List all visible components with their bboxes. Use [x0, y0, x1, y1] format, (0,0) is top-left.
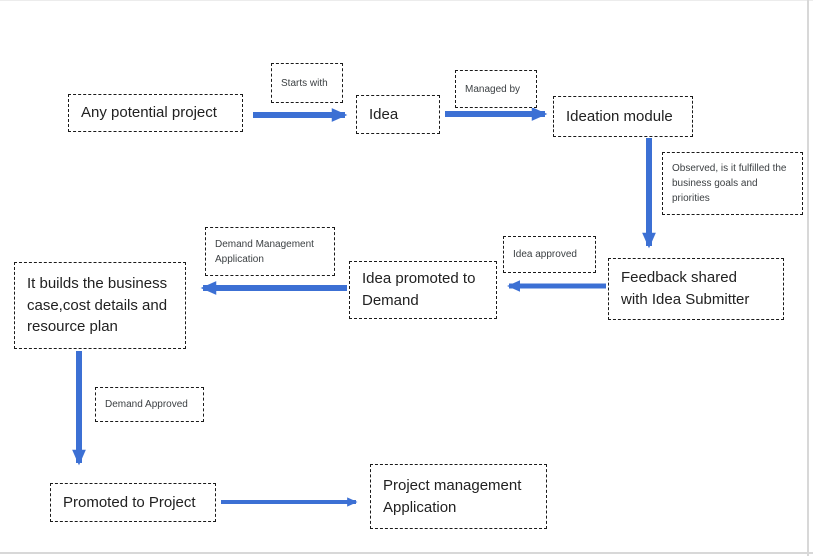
label-text: Managed by [465, 83, 521, 95]
canvas-top-edge [0, 0, 813, 1]
node-project-management[interactable]: Project management Application [370, 464, 547, 529]
label-text: Starts with [281, 77, 328, 89]
node-label: Promoted to Project [63, 493, 196, 511]
label-starts-with[interactable]: Starts with [271, 63, 343, 103]
canvas-bottom-edge [0, 552, 813, 554]
label-observed[interactable]: Observed, is it fulfilled the business g… [662, 152, 803, 215]
node-label: Ideation module [566, 107, 673, 125]
label-demand-approved[interactable]: Demand Approved [95, 387, 204, 422]
node-promoted-to-project[interactable]: Promoted to Project [50, 483, 216, 522]
node-label: Idea promoted to Demand [362, 270, 476, 309]
node-any-potential-project[interactable]: Any potential project [68, 94, 243, 132]
node-label: Any potential project [81, 104, 217, 122]
label-text: Observed, is it fulfilled the business g… [672, 163, 787, 204]
label-text: Demand Management Application [215, 238, 314, 265]
node-label: Feedback shared with Idea Submitter [621, 269, 750, 308]
node-label: Idea [369, 105, 399, 123]
node-ideation-module[interactable]: Ideation module [553, 96, 693, 137]
node-it-builds[interactable]: It builds the business case,cost details… [14, 262, 186, 349]
node-label: It builds the business case,cost details… [27, 274, 168, 336]
label-text: Demand Approved [105, 399, 188, 410]
label-managed-by[interactable]: Managed by [455, 70, 537, 108]
node-label: Project management Application [383, 476, 522, 516]
label-idea-approved[interactable]: Idea approved [503, 236, 596, 273]
node-idea[interactable]: Idea [356, 95, 440, 134]
node-feedback-shared[interactable]: Feedback shared with Idea Submitter [608, 258, 784, 320]
canvas-right-edge [807, 0, 809, 556]
node-idea-promoted[interactable]: Idea promoted to Demand [349, 261, 497, 319]
label-demand-management[interactable]: Demand Management Application [205, 227, 335, 276]
label-text: Idea approved [513, 249, 577, 260]
